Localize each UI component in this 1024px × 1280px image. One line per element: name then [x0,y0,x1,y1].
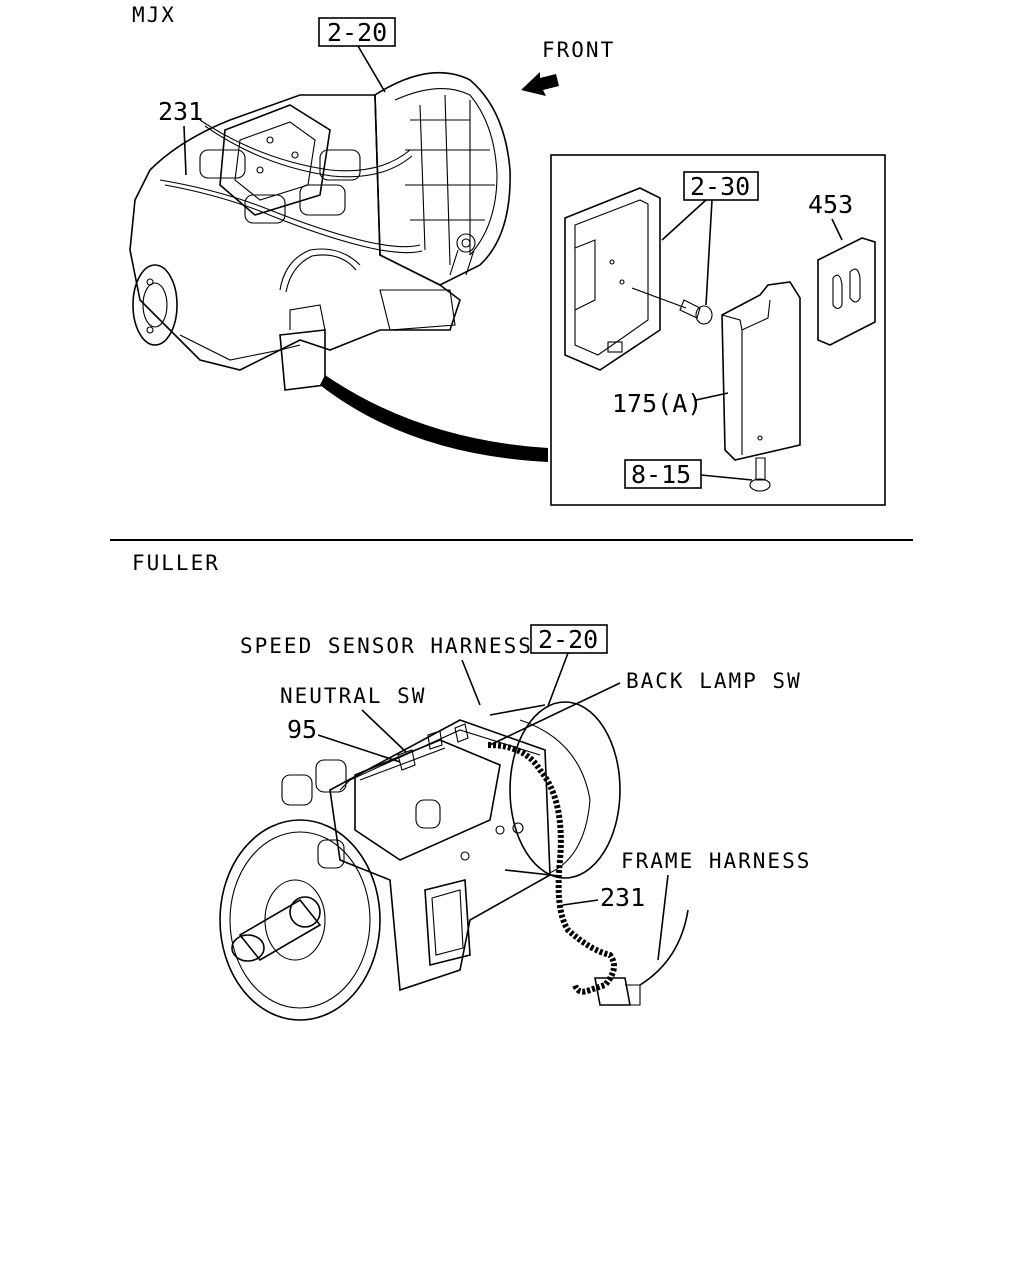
fuller-section-title: FULLER [132,551,220,575]
fuller-ref-2-20-label: 2-20 [538,625,598,654]
neutral-sw-callout: NEUTRAL SW [280,684,426,753]
bracket-bolt [679,299,713,325]
mjx-section: MJX [129,3,886,506]
ref-2-30-callout: 2-30 [661,171,759,306]
speed-sensor-harness-label: SPEED SENSOR HARNESS [240,634,533,658]
frame-harness-label: FRAME HARNESS [621,849,811,873]
back-lamp-sw-callout: BACK LAMP SW [489,669,802,746]
controller-unit-175a [721,281,801,461]
front-arrow-icon [521,72,559,96]
ref-2-30-label: 2-30 [690,172,750,201]
neutral-sw-label: NEUTRAL SW [280,684,426,708]
part-175a-callout: 175(A) [612,389,729,418]
mjx-section-title: MJX [132,3,176,27]
fuller-ref-2-20-box [530,624,608,654]
screw-8-15 [749,457,771,492]
fuller-section: FULLER [132,551,811,1021]
part-453-callout: 453 [808,190,853,241]
front-direction-indicator: FRONT [521,38,615,96]
frame-harness-callout: FRAME HARNESS [621,849,811,961]
fuller-ref-2-20-callout: 2-20 [530,624,608,707]
ref-2-30-box [683,171,759,201]
mjx-ref-2-20-callout: 2-20 [318,17,396,93]
mjx-detail-box: 2-30 175(A) 453 [550,154,886,506]
mjx-ref-2-20-label: 2-20 [327,18,387,47]
part-95-callout: 95 [287,715,401,763]
detail-pointer-arrow [320,375,548,462]
front-label: FRONT [542,38,615,62]
mjx-part-231-label: 231 [158,97,203,126]
controller-bracket [564,187,687,371]
pad-453 [817,237,876,346]
ref-8-15-box [624,459,702,489]
mjx-part-231-callout: 231 [158,97,203,176]
ref-8-15-label: 8-15 [631,460,691,489]
back-lamp-sw-label: BACK LAMP SW [626,669,802,693]
mjx-transmission-illustration [129,71,511,391]
mjx-ref-2-20-box [318,17,396,47]
fuller-part-231-label: 231 [600,883,645,912]
part-95-label: 95 [287,715,317,744]
speed-sensor-harness-callout: SPEED SENSOR HARNESS [240,634,533,706]
part-453-label: 453 [808,190,853,219]
fuller-part-231-callout: 231 [562,883,645,912]
fuller-transmission-illustration [219,701,689,1021]
part-175a-label: 175(A) [612,389,702,418]
ref-8-15-callout: 8-15 [624,459,753,489]
